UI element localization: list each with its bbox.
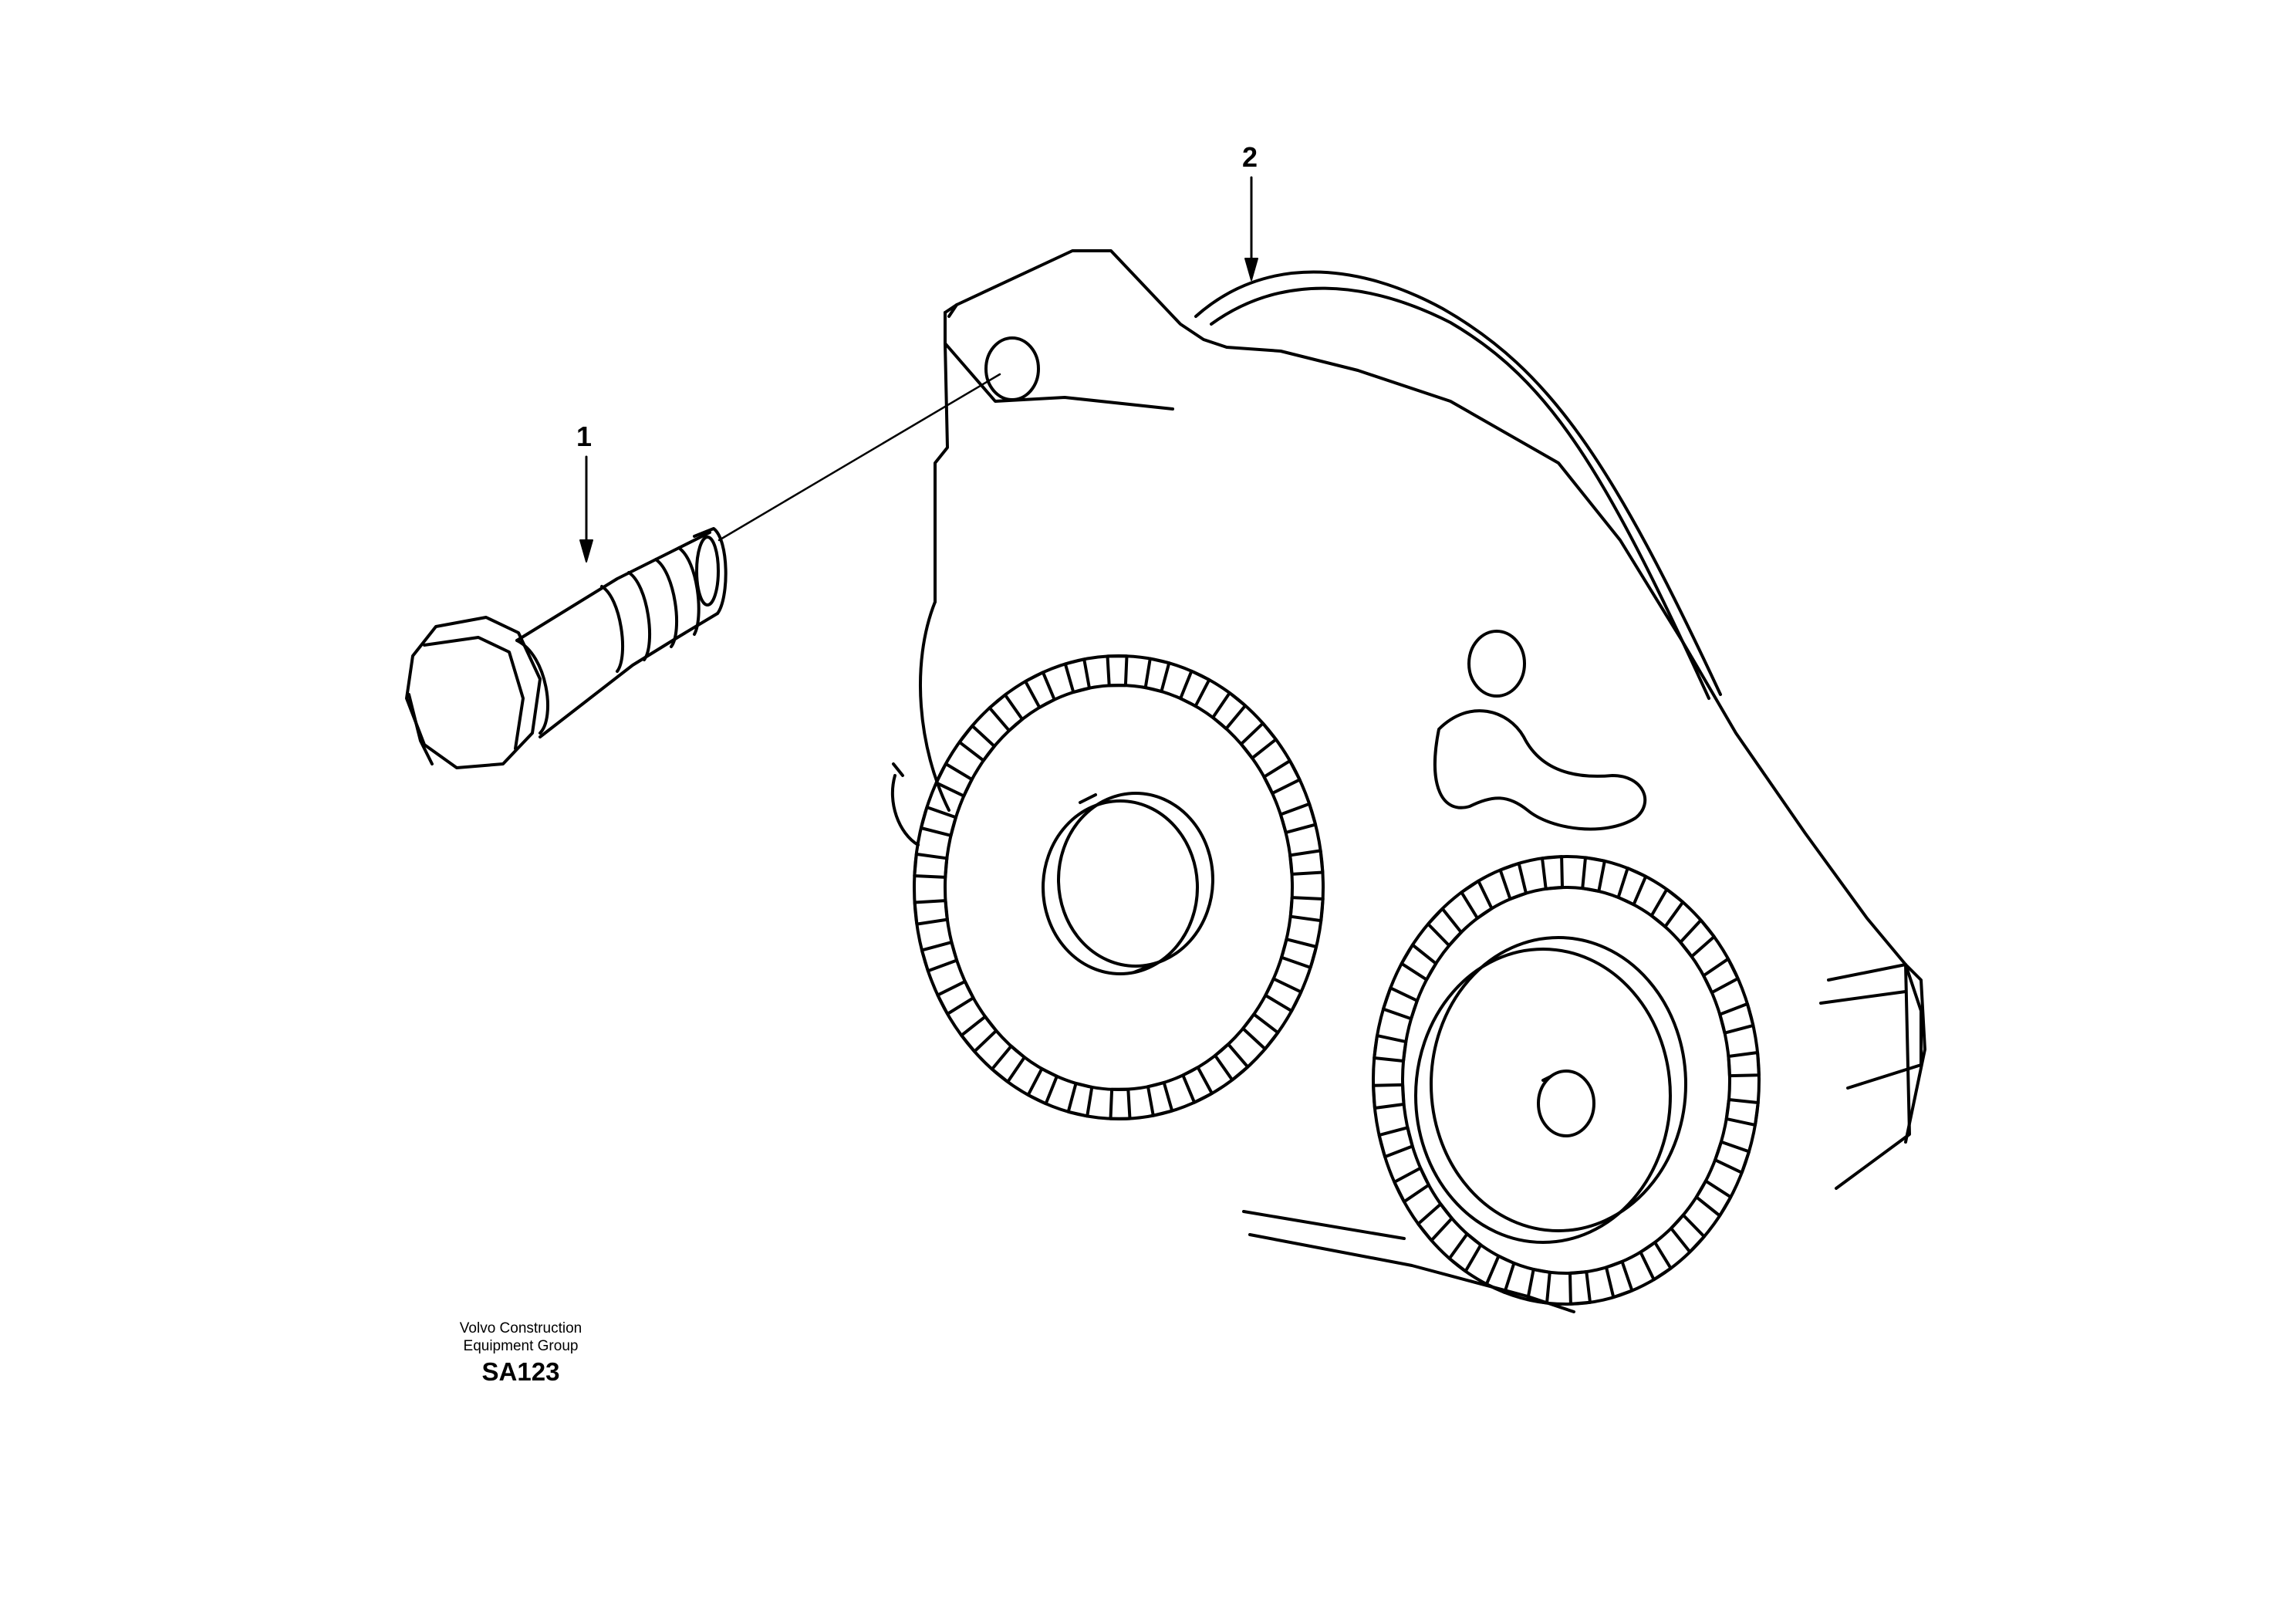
gear-tooth: [960, 1015, 998, 1053]
gear-tooth: [1541, 855, 1564, 890]
gear-tooth: [1026, 1067, 1059, 1106]
gear-tooth: [1211, 691, 1248, 731]
gear-tooth: [1181, 1066, 1214, 1104]
callout-arrow-1: [579, 455, 593, 563]
gear-tooth: [1264, 977, 1303, 1013]
gear-tooth: [1581, 856, 1606, 893]
gear-tooth: [988, 693, 1024, 732]
gear-tooth: [1498, 861, 1528, 901]
gear-tooth: [1416, 1202, 1454, 1242]
gear-tooth: [1239, 721, 1278, 760]
gear-tooth: [1373, 1034, 1408, 1063]
callout-label-part-2: 2: [1242, 141, 1258, 173]
drawing-code: SA123: [481, 1357, 560, 1386]
callout-label-part-1: 1: [576, 421, 593, 452]
gear-tooth: [990, 1044, 1026, 1083]
gear-tooth: [1241, 1012, 1280, 1051]
gear-tooth: [1526, 1268, 1551, 1305]
gear-tooth: [1288, 849, 1325, 876]
gear-tooth: [1400, 943, 1438, 982]
gear-tooth: [1377, 1126, 1414, 1159]
gear-tooth: [1427, 907, 1463, 948]
bolt-leader-line: [718, 373, 1001, 542]
gear-tooth: [920, 941, 959, 973]
driven-gear-right: [1372, 855, 1761, 1306]
gear-tooth: [1262, 759, 1302, 796]
gear-tooth: [1460, 879, 1494, 920]
gear-tooth: [1616, 867, 1648, 907]
gear-tooth: [1649, 887, 1685, 928]
gear-tooth: [1670, 1213, 1706, 1254]
gear-tooth: [934, 762, 974, 798]
gear-tooth: [1179, 669, 1211, 708]
gear-tooth: [1447, 1232, 1483, 1273]
gear-tooth: [1278, 802, 1318, 834]
publisher-line-2: Equipment Group: [463, 1338, 579, 1354]
gear-tooth: [1605, 1259, 1634, 1299]
gear-tooth: [1066, 1081, 1094, 1118]
publisher-line-1: Volvo Construction: [459, 1320, 582, 1336]
gear-tooth: [1568, 1270, 1592, 1306]
gear-tooth: [919, 806, 957, 837]
gear-tooth: [1280, 938, 1319, 969]
gear-tooth: [1372, 1083, 1406, 1110]
gear-tooth: [1146, 1080, 1174, 1117]
pump-housing: [890, 249, 1926, 1313]
gear-tooth: [1679, 918, 1716, 958]
gear-tooth: [913, 899, 949, 926]
gear-tooth: [1702, 957, 1740, 995]
hex-bolt: [405, 527, 728, 769]
gear-tooth: [1214, 1042, 1250, 1082]
gear-tooth: [1109, 1087, 1132, 1120]
gear-tooth: [1063, 657, 1091, 694]
gear-tooth: [1724, 1098, 1760, 1127]
gear-tooth: [1393, 1166, 1430, 1204]
gear-tooth: [957, 724, 996, 762]
gear-tooth: [1288, 896, 1325, 923]
gear-tooth: [1024, 671, 1056, 709]
gear-tooth: [1639, 1241, 1673, 1282]
gear-tooth: [1714, 1140, 1751, 1174]
gear-tooth: [1694, 1179, 1733, 1218]
gear-tooth: [1143, 657, 1171, 694]
callout-arrow-2: [1244, 176, 1258, 281]
gear-tooth: [936, 979, 975, 1015]
drive-gear-left: [913, 654, 1325, 1120]
gear-tooth: [1106, 654, 1129, 688]
publisher-block: Volvo Construction Equipment Group SA123: [409, 1320, 633, 1389]
gear-tooth: [1727, 1051, 1761, 1078]
gear-tooth: [1382, 986, 1419, 1021]
gear-tooth: [913, 852, 949, 879]
gear-tooth: [1718, 1002, 1755, 1035]
gear-tooth: [1484, 1254, 1516, 1294]
